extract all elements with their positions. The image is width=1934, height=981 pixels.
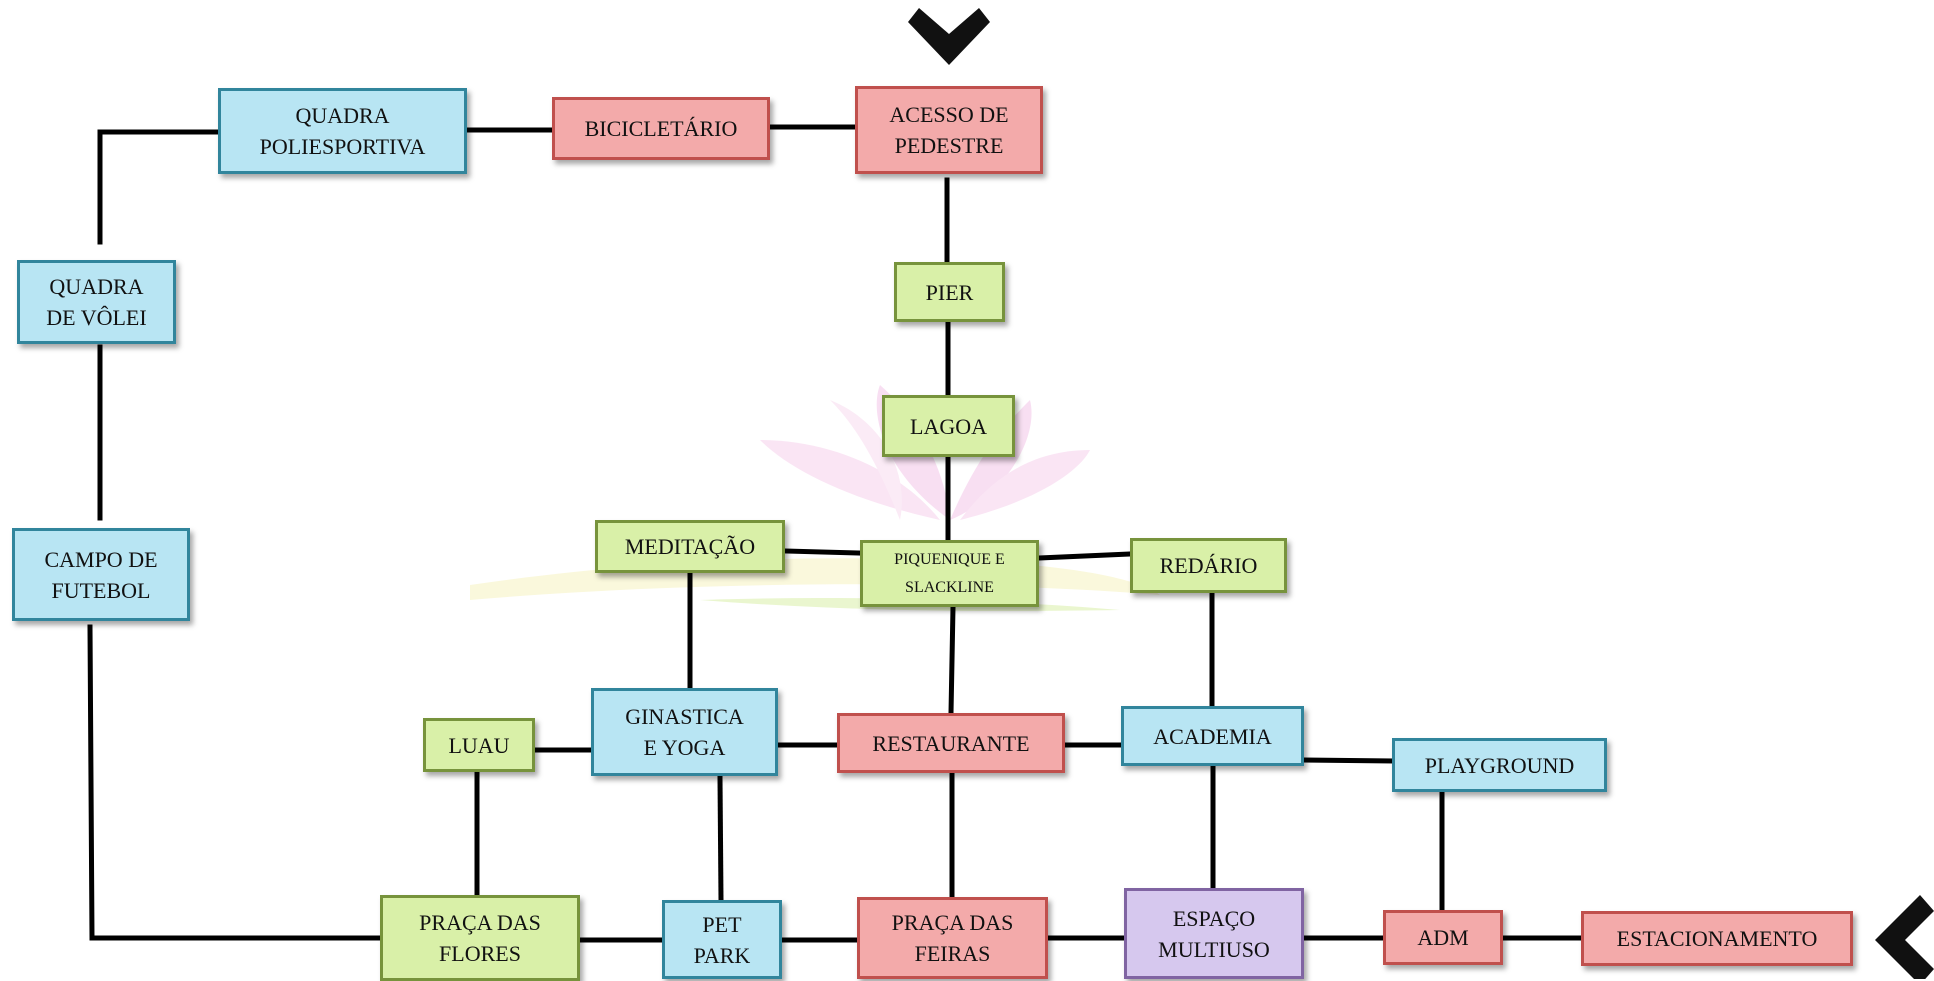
node-estacionamento: ESTACIONAMENTO [1581,911,1853,966]
node-academia: ACADEMIA [1121,706,1304,766]
node-meditacao: MEDITAÇÃO [595,520,785,573]
entrance-arrow-right-icon [1875,895,1934,979]
node-lagoa: LAGOA [882,395,1015,457]
connector-quadra-poli-to-volei [97,129,221,245]
node-piquenique-e-slackline: PIQUENIQUE E SLACKLINE [860,540,1039,607]
node-praca-das-flores: PRAÇA DAS FLORES [380,895,580,981]
node-restaurante: RESTAURANTE [837,713,1065,773]
node-bicicletario: BICICLETÁRIO [552,97,770,160]
node-campo-de-futebol: CAMPO DE FUTEBOL [12,528,190,621]
connector-meditacao-to-piquenique [782,548,863,556]
connector-campo-to-flores [87,624,383,941]
entrance-arrow-top-icon [908,8,990,65]
node-redario: REDÁRIO [1130,538,1287,593]
node-acesso-de-pedestre: ACESSO DE PEDESTRE [855,86,1043,174]
node-espaco-multiuso: ESPAÇO MULTIUSO [1124,888,1304,979]
connector-piquenique-to-redario [1036,551,1133,561]
node-quadra-de-volei: QUADRA DE VÔLEI [17,260,176,344]
node-adm: ADM [1383,910,1503,965]
connector-piquenique-to-restaurante [948,604,956,716]
node-luau: LUAU [423,718,535,772]
node-pier: PIER [894,262,1005,322]
lotus-watermark-icon [470,385,1160,611]
node-praca-das-feiras: PRAÇA DAS FEIRAS [857,897,1048,979]
connector-ginastica-to-petpark [717,775,724,903]
node-quadra-poliesportiva: QUADRA POLIESPORTIVA [218,88,467,174]
connector-academia-to-playground [1301,757,1395,764]
node-playground: PLAYGROUND [1392,738,1607,792]
node-pet-park: PET PARK [662,900,782,979]
node-ginastica-e-yoga: GINASTICA E YOGA [591,688,778,776]
